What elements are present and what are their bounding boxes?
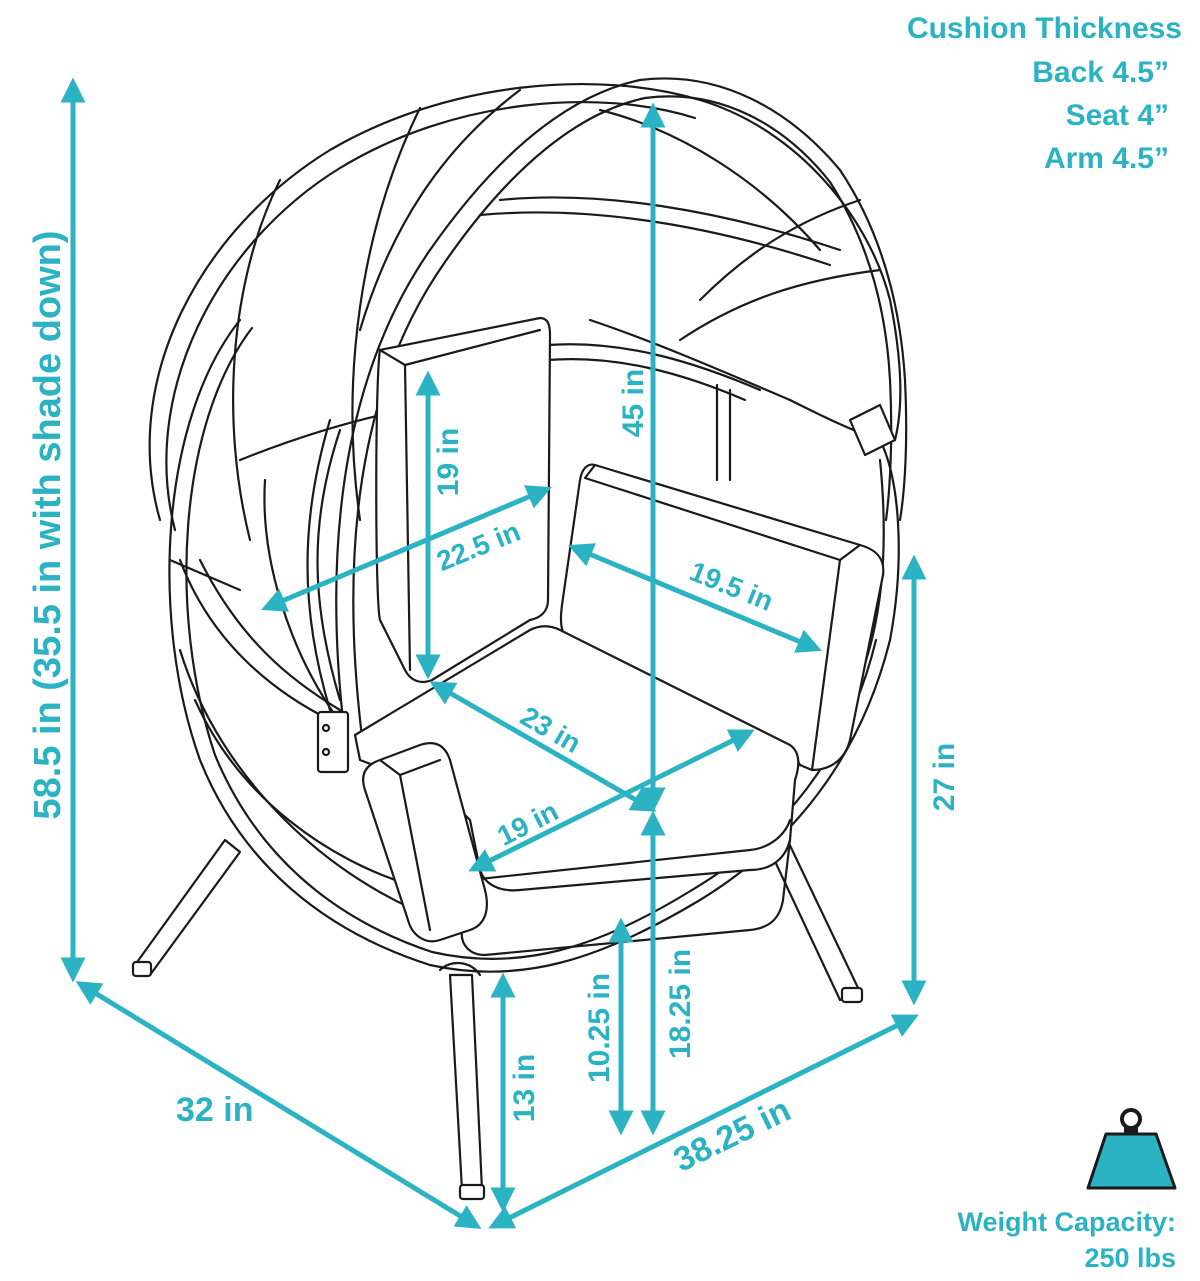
chair-arch-frame <box>316 77 908 774</box>
weight-icon <box>1086 1108 1177 1190</box>
arrow-arm-length <box>568 543 822 653</box>
weight-label: Weight Capacity: <box>957 1207 1176 1237</box>
cushion-title: Cushion Thickness <box>907 12 1182 45</box>
arrow-seat-width <box>468 729 755 872</box>
weight-value: 250 lbs <box>1084 1243 1176 1273</box>
arrow-depth <box>75 981 482 1229</box>
arrow-width <box>488 1014 919 1229</box>
label-seat-height: 18.25 in <box>664 949 697 1059</box>
label-under-seat: 10.25 in <box>583 973 616 1083</box>
label-arm-height: 27 in <box>928 743 961 811</box>
cushion-arm: Arm 4.5” <box>1044 142 1169 175</box>
arrow-back-width <box>261 485 552 612</box>
cushion-thickness-legend: Cushion Thickness Back 4.5” Seat 4” Arm … <box>907 12 1182 175</box>
dimension-arrows <box>60 77 927 1229</box>
cushion-seat: Seat 4” <box>1066 99 1169 132</box>
label-interior-height: 45 in <box>617 369 650 437</box>
label-overall-height: 58.5 in (35.5 in with shade down) <box>27 230 69 819</box>
weight-capacity: Weight Capacity: 250 lbs <box>957 1108 1177 1273</box>
label-leg-height: 13 in <box>508 1054 541 1122</box>
label-width: 38.25 in <box>668 1091 797 1180</box>
cushion-back: Back 4.5” <box>1032 56 1169 89</box>
label-back-height: 19 in <box>432 428 465 496</box>
label-depth: 32 in <box>176 1091 253 1129</box>
